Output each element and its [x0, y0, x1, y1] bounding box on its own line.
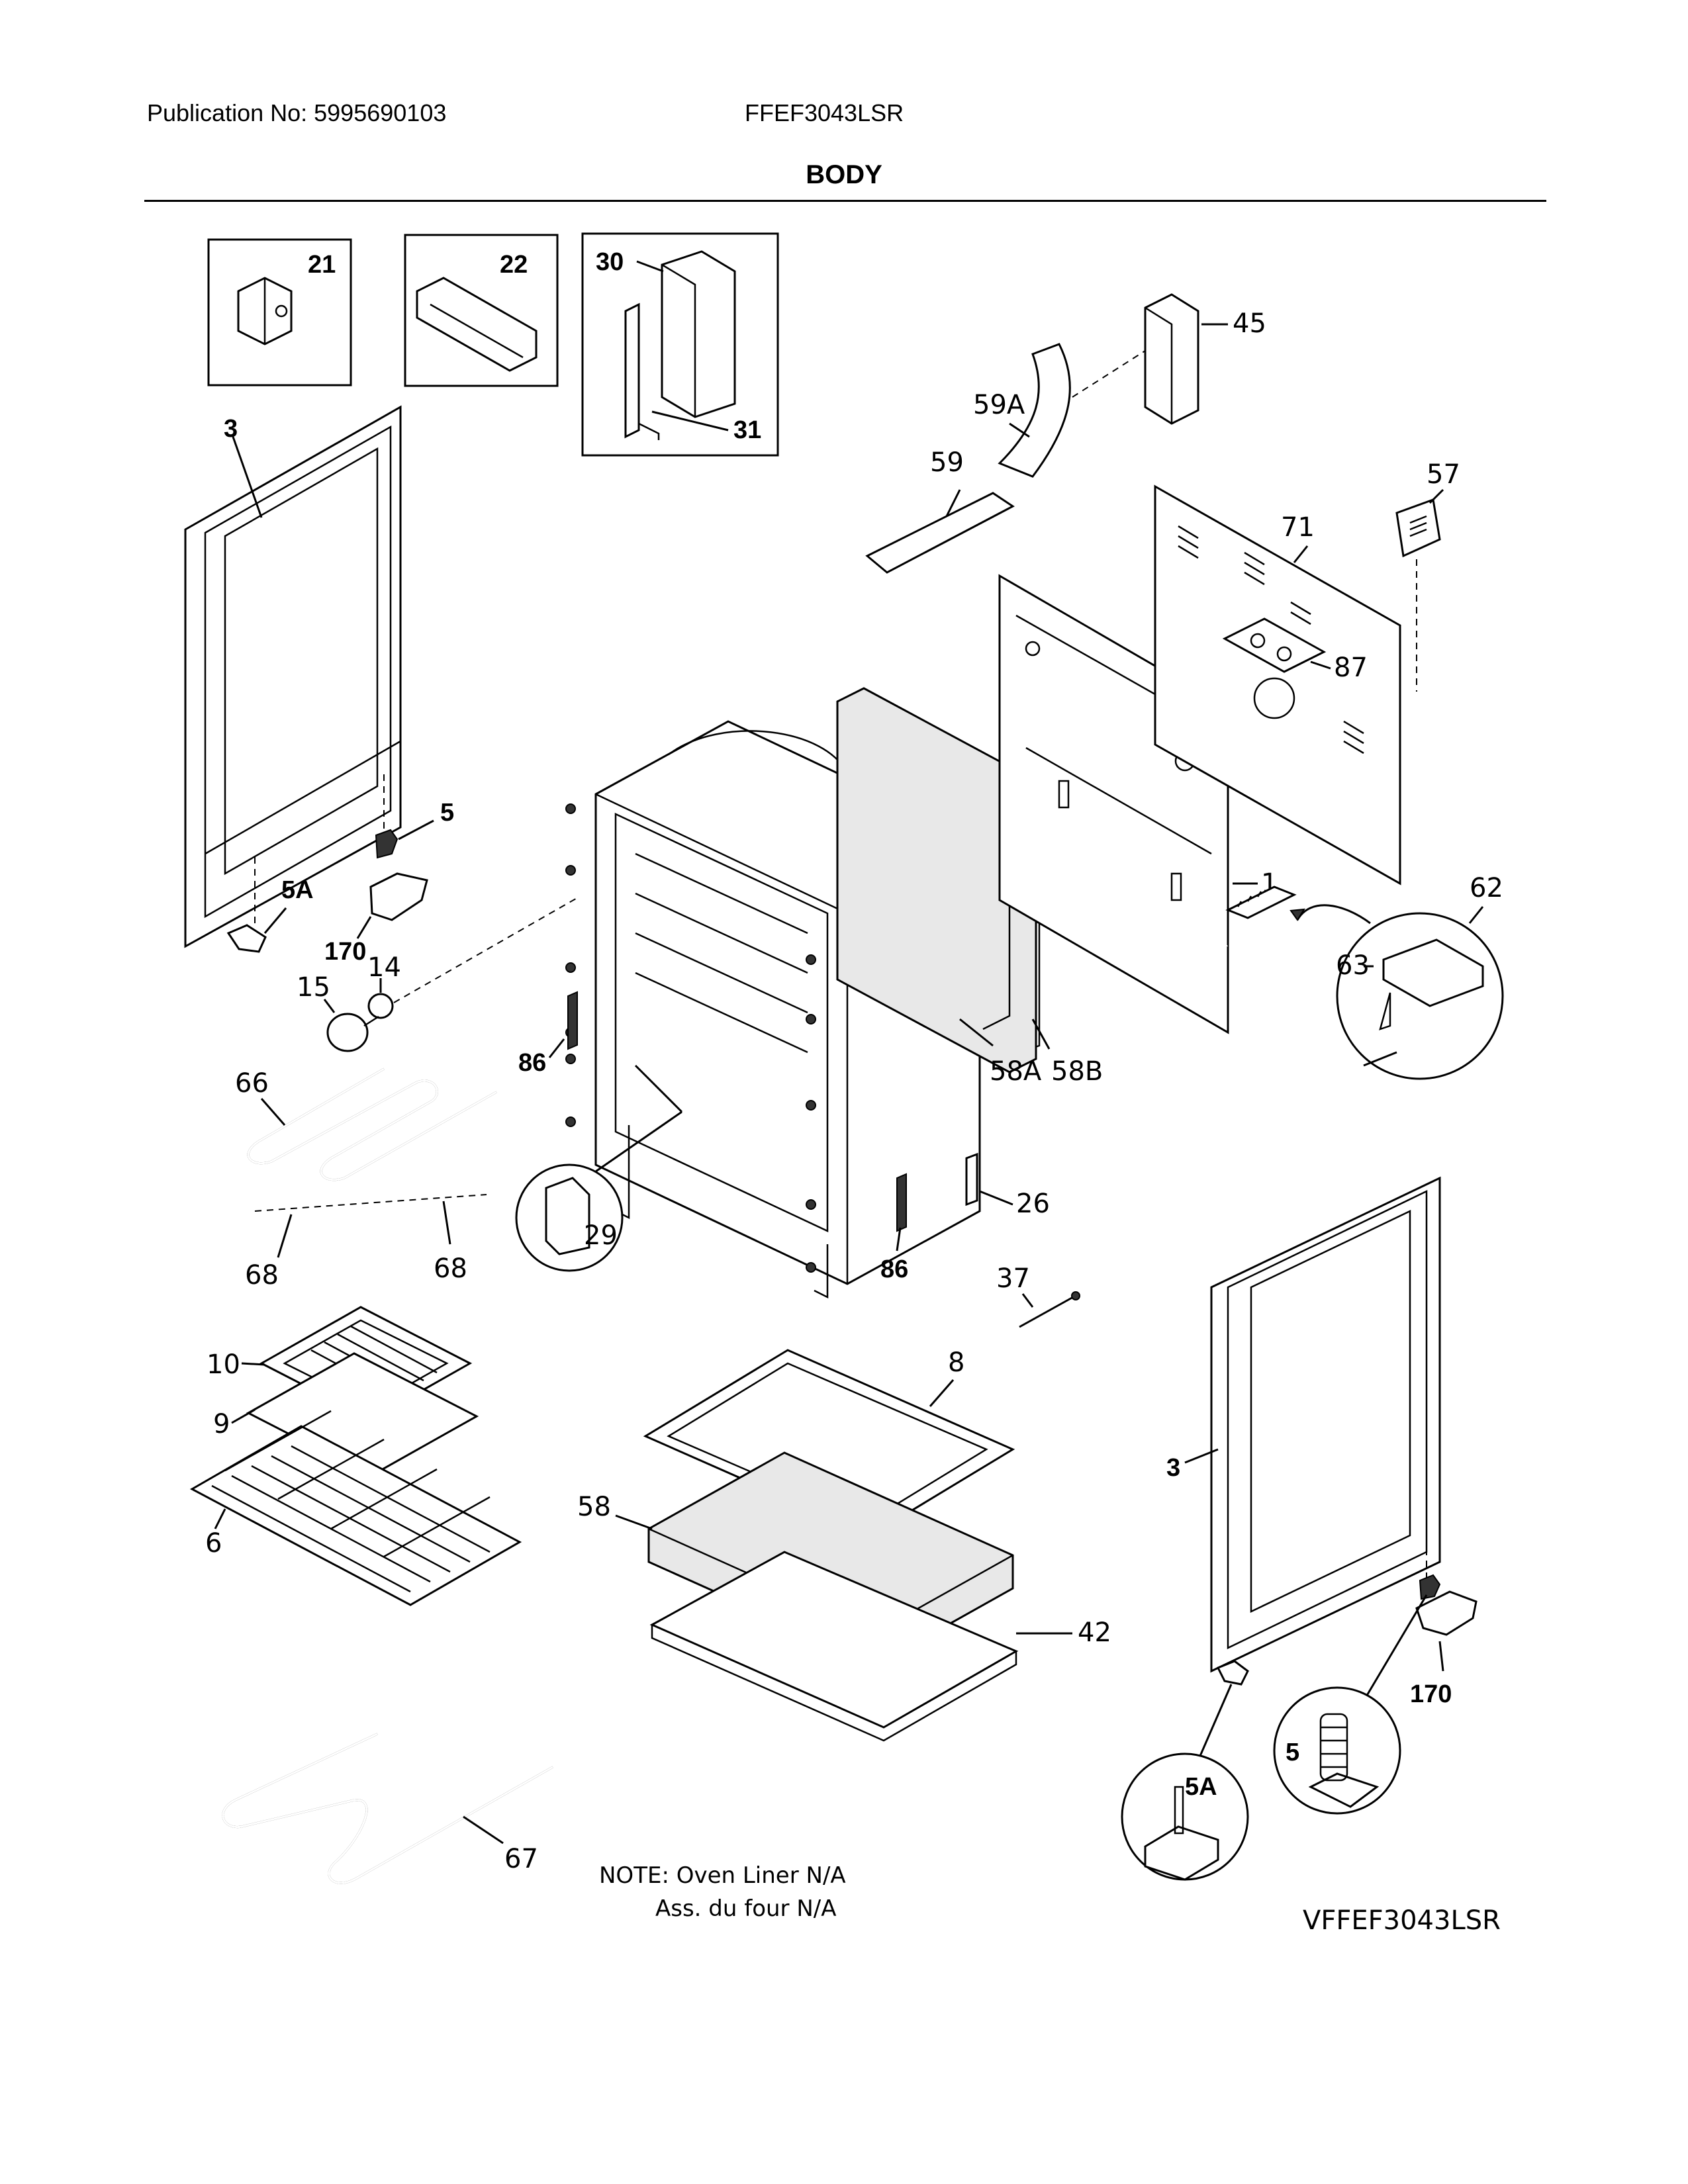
- diagram-reference: VFFEF3043LSR: [1303, 1905, 1501, 1936]
- leveler-right-parts: 170 5A 5: [1121, 1574, 1477, 1881]
- callout-59A: 59A: [973, 390, 1025, 420]
- callout-31: 31: [733, 416, 761, 444]
- callout-10: 10: [207, 1349, 240, 1380]
- callout-3-right: 3: [1166, 1454, 1180, 1482]
- callout-5A-left: 5A: [281, 876, 314, 904]
- callout-87: 87: [1334, 653, 1368, 683]
- callout-68-left: 68: [245, 1260, 279, 1291]
- inset-box-30-31: 30 31: [581, 232, 779, 457]
- broil-pan-parts: 10 9 6: [189, 1306, 522, 1606]
- side-panel-right: 3: [1166, 1176, 1441, 1673]
- callout-30: 30: [596, 248, 624, 276]
- callout-170-right: 170: [1410, 1680, 1452, 1708]
- callout-58: 58: [577, 1492, 611, 1522]
- callout-9: 9: [213, 1409, 230, 1439]
- back-panel-1: 1: [998, 574, 1278, 1034]
- callout-6: 6: [205, 1528, 222, 1559]
- callout-58A: 58A: [990, 1056, 1042, 1087]
- callout-57: 57: [1427, 459, 1460, 490]
- callout-59: 59: [930, 447, 964, 478]
- callout-5-left: 5: [440, 799, 454, 827]
- sensor-37: 37: [996, 1263, 1080, 1328]
- insulation-labels: 58A 58B: [959, 1018, 1103, 1087]
- inset-box-22: 22: [404, 234, 559, 387]
- note-line-1: NOTE: Oven Liner N/A: [599, 1862, 846, 1889]
- callout-29: 29: [584, 1220, 618, 1251]
- side-panel-left: 3: [184, 405, 402, 948]
- callout-68-right: 68: [434, 1253, 467, 1284]
- publication-number: Publication No: 5995690103: [147, 99, 447, 126]
- cover-57: 57: [1395, 459, 1460, 692]
- header-divider: [144, 200, 1546, 202]
- screws: [565, 803, 816, 1273]
- callout-63: 63: [1336, 950, 1370, 981]
- callout-14: 14: [367, 952, 401, 983]
- callout-5-right: 5: [1286, 1739, 1299, 1766]
- hinge-receivers: 86 86 26: [518, 991, 1050, 1283]
- callout-170-left: 170: [324, 938, 366, 966]
- callout-45: 45: [1233, 308, 1266, 339]
- callout-66: 66: [235, 1068, 269, 1099]
- callout-15: 15: [297, 972, 330, 1003]
- back-panel-71: 71: [1154, 484, 1401, 886]
- terminal-block-62: 62 63: [1225, 873, 1504, 1080]
- page-title: BODY: [806, 160, 882, 189]
- vent-duct-parts: 45 59A 59: [865, 293, 1266, 574]
- callout-21: 21: [308, 251, 336, 279]
- inset-box-21: 21: [207, 238, 352, 387]
- callout-3-left: 3: [224, 415, 238, 443]
- bake-element-67: 67: [222, 1733, 553, 1884]
- inset-29: 29: [515, 1064, 683, 1272]
- oven-lamp-parts: 14 15: [297, 896, 580, 1052]
- callout-5A-right: 5A: [1185, 1773, 1217, 1801]
- callout-8: 8: [948, 1347, 964, 1378]
- callout-62: 62: [1470, 873, 1503, 903]
- model-number: FFEF3043LSR: [745, 99, 904, 126]
- callout-86-right: 86: [880, 1255, 908, 1283]
- callout-22: 22: [500, 251, 528, 279]
- leveler-left-parts: 5 5A 170: [226, 799, 454, 966]
- callout-37: 37: [996, 1263, 1030, 1294]
- terminal-87: 87: [1222, 617, 1368, 683]
- bottom-panel-42: 42: [649, 1551, 1111, 1742]
- note-line-2: Ass. du four N/A: [655, 1895, 837, 1922]
- callout-71: 71: [1281, 512, 1315, 543]
- callout-58B: 58B: [1051, 1056, 1103, 1087]
- callout-67: 67: [504, 1844, 538, 1874]
- callout-42: 42: [1078, 1617, 1111, 1648]
- callout-26: 26: [1016, 1189, 1050, 1219]
- broil-element-66: 66 68 68: [235, 1068, 497, 1291]
- callout-86-left: 86: [518, 1049, 546, 1077]
